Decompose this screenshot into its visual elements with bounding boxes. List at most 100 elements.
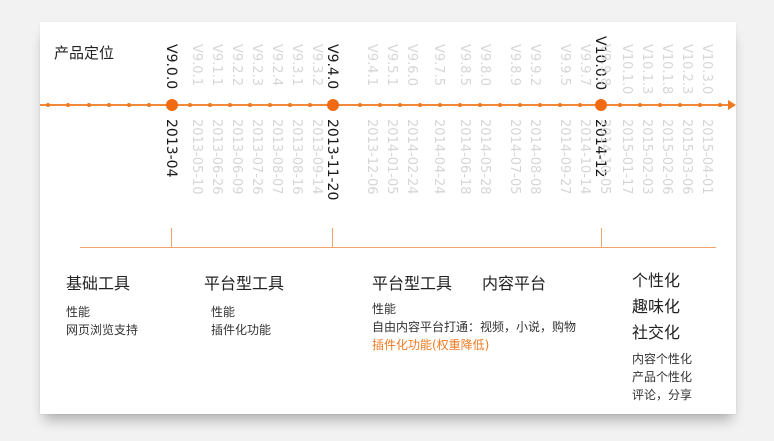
section-list-1: 性能 网页浏览支持 [66,303,138,339]
section-item: 评论，分享 [632,388,693,402]
axis-dot [698,103,702,107]
axis-dot [66,103,70,107]
minor-date: 2014-08-08 [527,119,542,195]
minor-version: V9.2.2 [229,44,244,86]
axis-dot [127,103,131,107]
section-item: 性能 [66,305,91,319]
section-title-personalize: 个性化 [632,271,681,290]
minor-date: 2014-10-14 [577,119,592,195]
major-version-1: V9.0.0 [163,44,179,90]
minor-version: V9.3.2 [309,44,324,86]
minor-date: 2014-06-18 [457,119,472,195]
minor-date: 2015-02-03 [639,119,654,195]
minor-date: 2014-02-24 [404,119,419,195]
major-version-3: V10.0.0 [592,36,608,91]
minor-version: V10.3.0 [699,44,714,95]
minor-date: 2013-06-26 [209,119,224,195]
axis-dot [188,103,192,107]
minor-version: V10.1.8 [659,44,674,95]
minor-date: 2013-05-10 [189,119,204,195]
section-item: 性能 [211,305,236,319]
section-title-platform-tool-2: 平台型工具 [372,274,453,293]
axis-dot [618,103,622,107]
axis-dot [498,103,502,107]
phase-tick-2 [332,228,333,248]
minor-version: V9.0.1 [189,44,204,86]
minor-date: 2013-08-16 [289,119,304,195]
axis-dot [248,103,252,107]
timeline-axis [40,104,730,106]
minor-version: V9.9.2 [527,44,542,86]
milestone-dot-3 [595,99,607,111]
minor-version: V9.2.4 [269,44,284,86]
section-title-platform-tool: 平台型工具 [204,274,285,293]
minor-version: V9.9.5 [557,44,572,86]
axis-dot [228,103,232,107]
minor-date: 2014-01-05 [384,119,399,195]
minor-date: 2013-07-26 [249,119,264,195]
page-title: 产品定位 [54,44,115,62]
section-list-3: 性能 自由内容平台打通：视频，小说，购物 插件化功能(权重降低) [372,300,576,354]
axis-dot [418,103,422,107]
minor-version: V9.6.0 [404,44,419,86]
axis-dot [518,103,522,107]
minor-date: 2013-06-09 [229,119,244,195]
axis-arrow-icon [728,100,736,110]
axis-dot [308,103,312,107]
minor-version: V9.2.3 [249,44,264,86]
axis-dot [458,103,462,107]
axis-dot [268,103,272,107]
milestone-dot-1 [166,99,178,111]
axis-dot [558,103,562,107]
axis-dot [147,103,151,107]
phase-tick-3 [601,228,602,248]
axis-dot [398,103,402,107]
minor-date: 2014-09-27 [557,119,572,195]
minor-date: 2014-07-05 [507,119,522,195]
phase-tick-1 [171,228,172,248]
minor-version: V9.9.8 [597,44,612,86]
axis-dot [718,103,722,107]
minor-version: V9.1.1 [209,44,224,86]
section-title-fun: 趣味化 [632,297,681,316]
phase-line [80,247,716,248]
section-item: 内容个性化 [632,352,693,366]
axis-dot [87,103,91,107]
axis-dot [378,103,382,107]
minor-date: 2015-01-17 [619,119,634,195]
axis-dot [578,103,582,107]
major-date-2: 2013-11-20 [324,119,340,201]
minor-date: 2013-08-07 [269,119,284,195]
minor-date: 2015-02-06 [659,119,674,195]
axis-dot [678,103,682,107]
section-list-2: 性能 插件化功能 [211,303,271,339]
minor-version: V9.9.7 [577,44,592,86]
minor-version: V10.1.0 [619,44,634,95]
axis-dot [638,103,642,107]
major-date-3: 2014-12 [592,119,608,178]
section-title-content-platform: 内容平台 [482,274,547,293]
minor-date: 2014-04-24 [431,119,446,195]
axis-dot [478,103,482,107]
section-item: 性能 [372,302,397,316]
minor-date: 2014-10-05 [597,119,612,195]
milestone-dot-2 [327,99,339,111]
minor-version: V9.7.5 [431,44,446,86]
section-item: 产品个性化 [632,370,693,384]
minor-version: V9.8.9 [507,44,522,86]
section-item: 网页浏览支持 [66,323,139,337]
minor-version: V9.8.0 [477,44,492,86]
minor-date: 2013-09-14 [309,119,324,195]
minor-version: V9.3.1 [289,44,304,86]
minor-version: V10.2.3 [679,44,694,95]
minor-version: V9.8.5 [457,44,472,86]
axis-dot [658,103,662,107]
section-list-4: 内容个性化 产品个性化 评论，分享 [632,350,692,404]
minor-date: 2015-03-06 [679,119,694,195]
minor-version: V9.4.1 [364,44,379,86]
section-item-highlight: 插件化功能(权重降低) [372,338,490,352]
axis-dot [46,103,50,107]
axis-dot [538,103,542,107]
major-version-2: V9.4.0 [324,44,340,90]
axis-dot [288,103,292,107]
